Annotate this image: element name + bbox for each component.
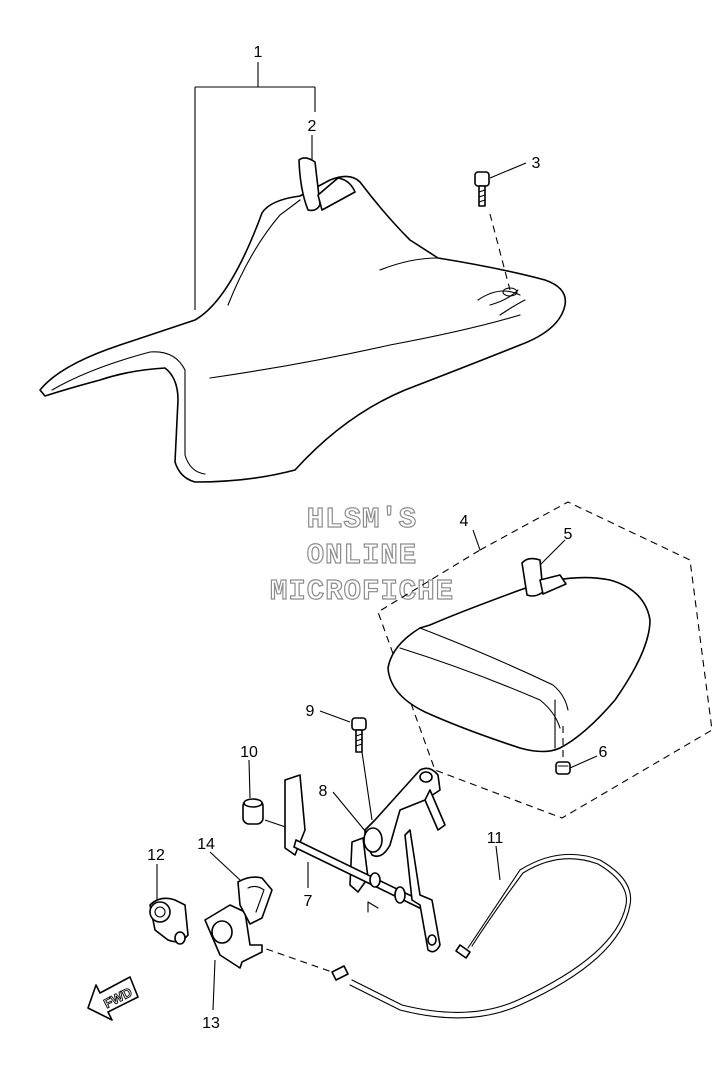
cable-line <box>349 853 632 1019</box>
part-9-bolt <box>351 717 373 821</box>
part-3-bolt <box>474 171 511 291</box>
seat-band-flap <box>317 177 356 211</box>
part-11-cable <box>254 853 632 1019</box>
damper-body <box>555 761 571 775</box>
callout-9: 9 <box>306 703 315 720</box>
leader-lines <box>156 62 598 1011</box>
watermark-line-1: HLSM'S <box>307 503 417 536</box>
callout-4: 4 <box>460 513 469 530</box>
part-4-group-outline <box>377 501 713 819</box>
lock-key-face <box>149 901 171 923</box>
rider-seat-tank-line <box>379 257 439 271</box>
seat-band <box>298 157 321 212</box>
part-14-hook <box>237 876 273 925</box>
part-12-lock-cylinder <box>149 897 189 945</box>
part-1-rider-seat <box>39 175 567 483</box>
part-4-passenger-seat <box>387 576 651 753</box>
forward-direction-arrow: FWD <box>87 976 139 1021</box>
lock-bracket-hole <box>211 920 233 944</box>
cable-end <box>455 944 471 959</box>
callout-1: 1 <box>254 44 263 61</box>
rider-seat-inner-line <box>227 199 301 306</box>
bracket-hole <box>419 771 433 783</box>
callout-labels: 1 2 3 4 5 6 7 8 9 10 11 12 14 13 <box>147 44 607 1032</box>
callout-2: 2 <box>308 118 317 135</box>
hook-body <box>237 876 273 925</box>
part-5-seat-band <box>521 557 567 597</box>
bolt-installation-line <box>489 213 511 291</box>
callout-11: 11 <box>487 830 504 847</box>
part-2-seat-band <box>298 157 356 212</box>
callout-10: 10 <box>240 744 258 761</box>
callout-3: 3 <box>532 155 541 172</box>
watermark-line-2: ONLINE <box>307 539 417 572</box>
bracket-boss <box>363 827 383 853</box>
lever-arm <box>404 829 441 953</box>
callout-8: 8 <box>319 783 328 800</box>
passenger-seat-body <box>387 576 651 753</box>
callout-14: 14 <box>197 836 215 853</box>
part-13-bracket <box>204 904 263 969</box>
callout-12: 12 <box>147 847 165 864</box>
rider-seat-rim <box>51 351 206 475</box>
callout-13: 13 <box>202 1015 220 1032</box>
watermark: HLSM'S ONLINE MICROFICHE <box>269 502 454 608</box>
bolt-head <box>474 171 490 187</box>
part-8-bracket <box>363 767 446 858</box>
part-7-lever-assembly <box>284 774 441 953</box>
callout-7: 7 <box>304 893 313 910</box>
rider-seat-body <box>39 175 567 483</box>
bolt-9-head <box>351 717 367 731</box>
rider-seat-edge-line <box>209 314 521 379</box>
part-6-damper <box>555 726 571 775</box>
fwd-arrow-shape <box>87 976 139 1021</box>
callout-6: 6 <box>599 744 608 761</box>
watermark-line-3: MICROFICHE <box>270 575 454 608</box>
callout-5: 5 <box>564 526 573 543</box>
